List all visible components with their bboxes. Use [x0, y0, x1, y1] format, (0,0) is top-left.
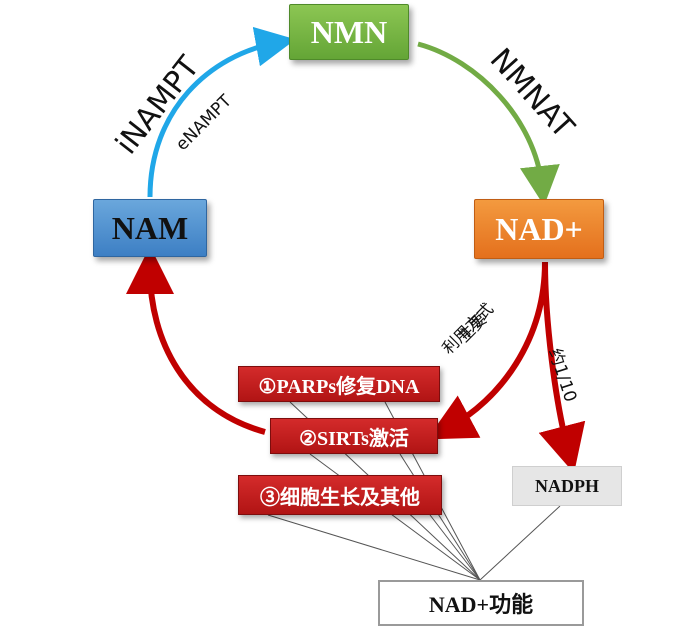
nadph-node: NADPH [512, 466, 622, 506]
arrow-nad-to-nadph [538, 261, 586, 474]
nad-function-box: NAD+功能 [378, 580, 584, 626]
cell-growth-other-box: ③细胞生长及其他 [238, 475, 442, 515]
parps-dna-repair-box: ①PARPs修复DNA [238, 366, 440, 402]
arrow-nam-to-nmn [147, 26, 296, 198]
nmn-node: NMN [289, 4, 409, 60]
arrow-uses-to-nam [126, 246, 266, 435]
sirts-activation-box: ②SIRTs激活 [270, 418, 438, 454]
nam-node: NAM [93, 199, 207, 257]
arrow-nmn-to-nad [417, 41, 560, 206]
nad-plus-node: NAD+ [474, 199, 604, 259]
